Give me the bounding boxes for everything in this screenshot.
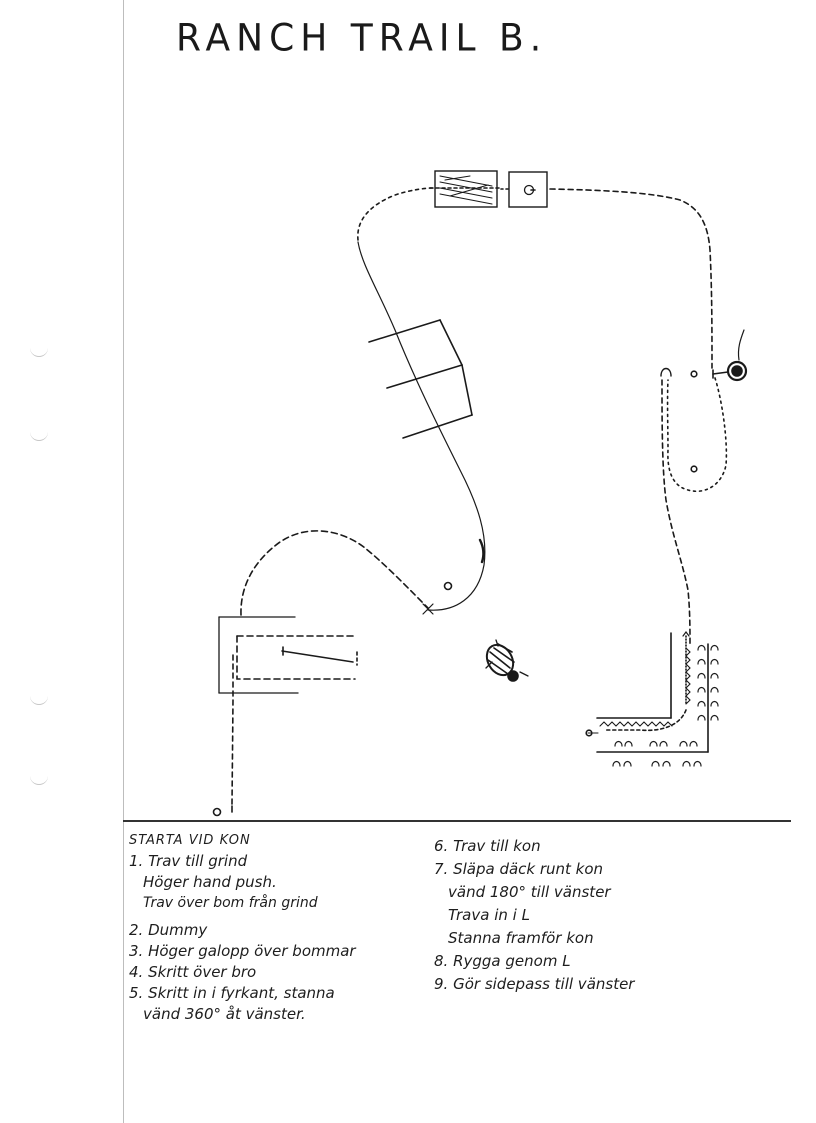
binder-hole-mark: [30, 776, 48, 785]
instruction-line: 2. Dummy: [129, 921, 208, 939]
instruction-line: Trav över bom från grind: [143, 895, 318, 911]
path-lope-emphasis: [478, 538, 485, 564]
instruction-line: vänd 360° åt vänster.: [143, 1005, 306, 1023]
path-to-bridge: [357, 187, 434, 241]
path-tire-drag-loop: [666, 377, 728, 492]
path-into-L: [661, 379, 691, 646]
start-cone-marker: [212, 807, 222, 817]
path-gate-to-dummy: [240, 530, 429, 616]
L-obstacle: [585, 631, 709, 753]
instruction-line: 9. Gör sidepass till vänster: [434, 975, 635, 993]
dummy-cone: [443, 581, 453, 591]
instruction-line: Stanna framför kon: [448, 929, 594, 947]
left-instructions: STARTA VID KON 1. Trav till grind Höger …: [129, 830, 356, 1025]
dummy-x-mark: [422, 603, 434, 615]
instruction-line: Trava in i L: [448, 906, 530, 924]
path-square-to-cone: [549, 188, 713, 369]
instruction-line: 7. Släpa däck runt kon: [434, 860, 604, 878]
tire-center: [731, 365, 743, 377]
right-instructions: 6. Trav till kon 7. Släpa däck runt kon …: [434, 835, 634, 996]
tire-rope: [712, 371, 729, 375]
dummy-obstacle: [485, 639, 529, 682]
instruction-line: Höger hand push.: [143, 873, 277, 891]
path-start-to-gate: [231, 654, 234, 805]
instruction-line: 4. Skritt över bro: [129, 963, 257, 981]
square-box-obstacle: [500, 171, 548, 208]
tire-drag-cone: [690, 370, 698, 378]
instruction-line: 1. Trav till grind: [129, 852, 248, 870]
turn-marker: [660, 367, 672, 377]
instruction-line: 6. Trav till kon: [434, 837, 541, 855]
section-divider: [123, 820, 791, 822]
tire-rope-end: [737, 329, 745, 361]
sidepass-markers: [612, 644, 719, 767]
instruction-line: 8. Rygga genom L: [434, 952, 571, 970]
path-lope-over-poles: [357, 241, 486, 611]
instruction-line: 3. Höger galopp över bommar: [129, 942, 356, 960]
stop-cone: [690, 465, 698, 473]
trail-course-diagram: [212, 170, 748, 817]
binder-hole-mark: [30, 432, 48, 441]
instruction-line: 5. Skritt in i fyrkant, stanna: [129, 984, 335, 1002]
binder-hole-mark: [30, 696, 48, 705]
page-margin-line: [123, 0, 124, 1123]
binder-hole-mark: [30, 348, 48, 357]
ground-poles: [368, 319, 473, 439]
instruction-line: vänd 180° till vänster: [448, 883, 611, 901]
gate-obstacle: [218, 616, 358, 694]
bridge-obstacle: [429, 170, 501, 208]
page-title: RANCH TRAIL B.: [176, 16, 548, 61]
start-instruction: STARTA VID KON: [129, 833, 251, 848]
tire-obstacle: [726, 360, 748, 382]
